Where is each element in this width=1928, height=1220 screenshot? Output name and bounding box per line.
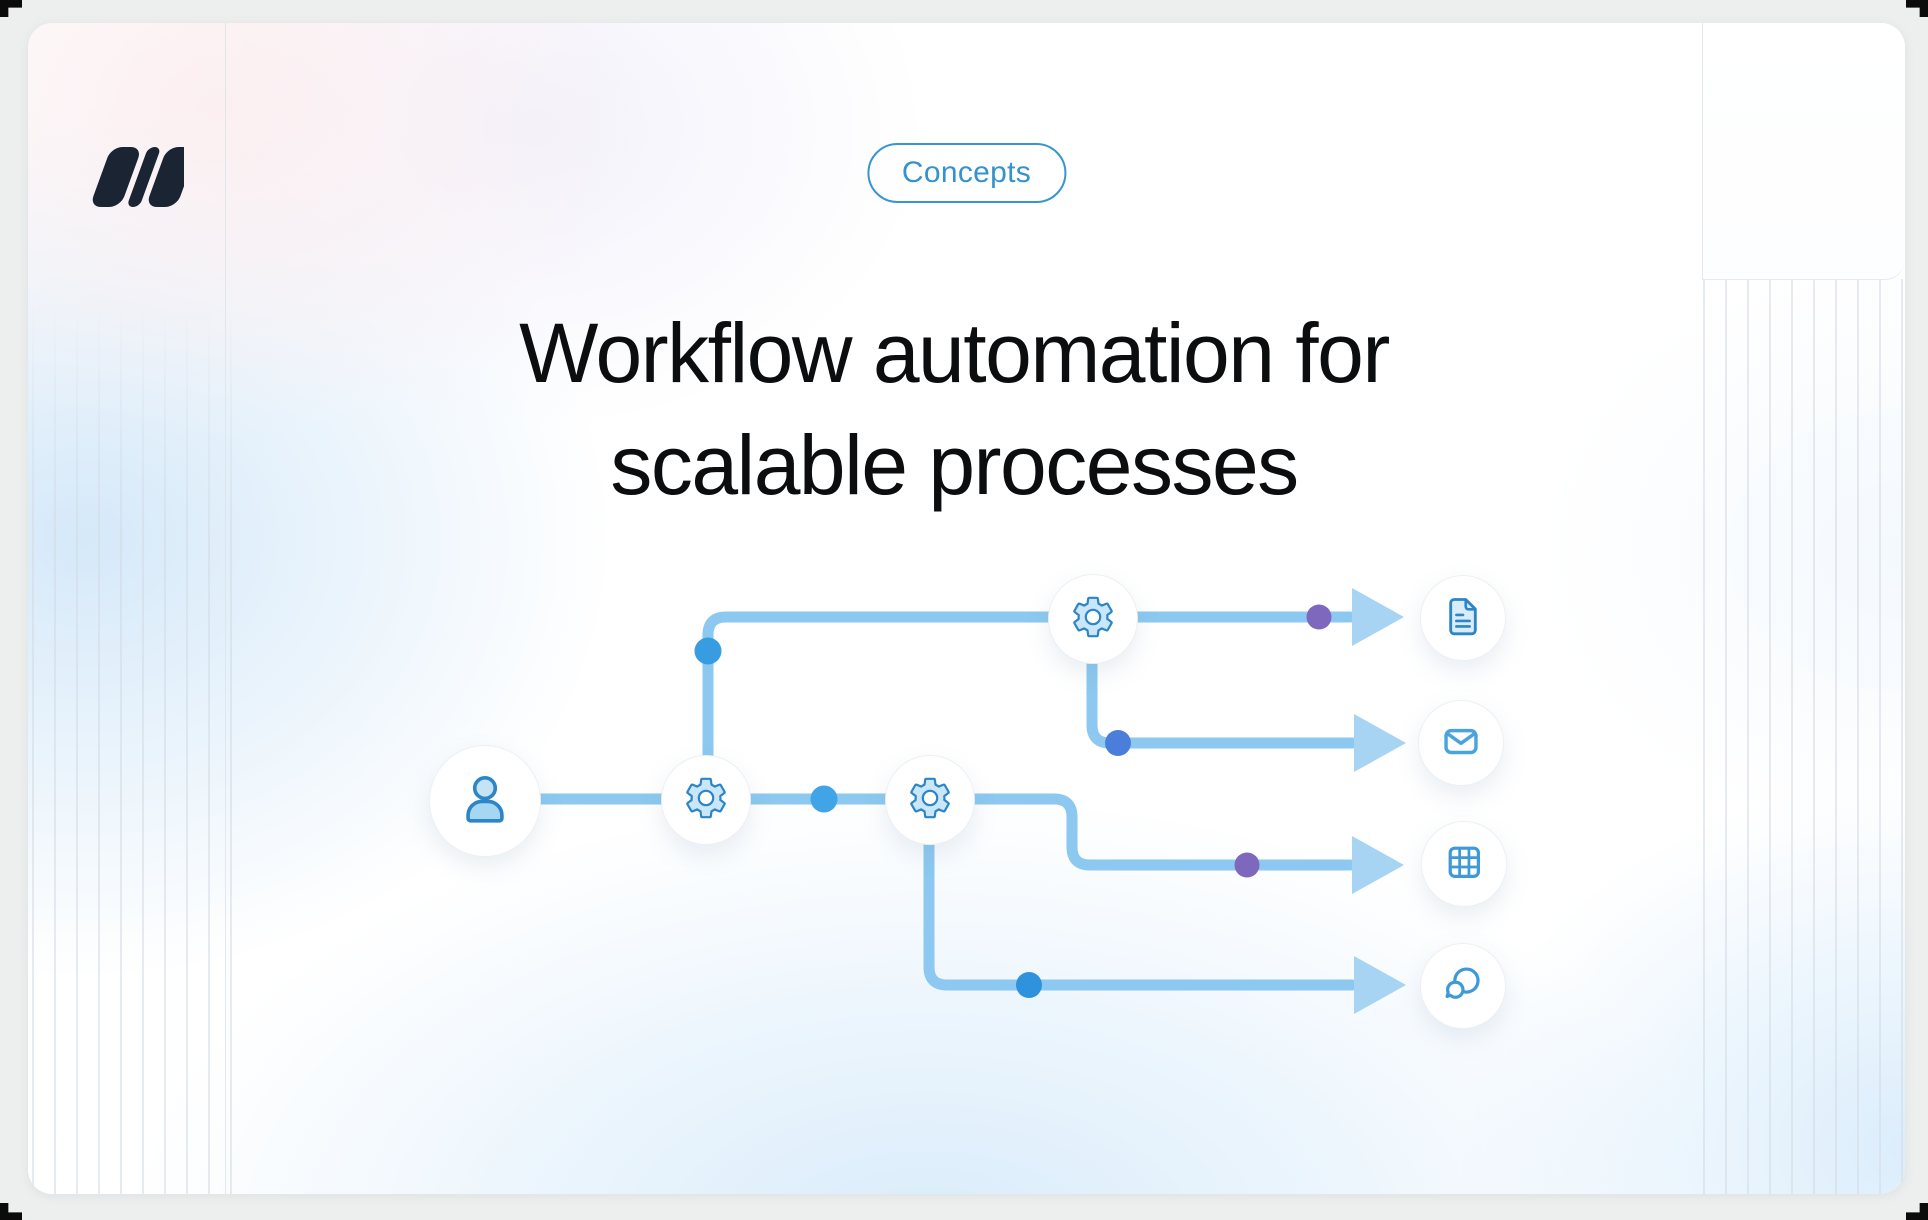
- arrow-to-chat-icon: [1354, 956, 1406, 1014]
- brand-logo-mark-icon: [72, 141, 195, 220]
- dot-royal-email: [1105, 730, 1131, 756]
- hero-card: Concepts Workflow automation for scalabl…: [28, 23, 1905, 1194]
- crop-mark-bottom-left: [0, 1203, 22, 1220]
- connector-main-to-table: [478, 793, 1356, 871]
- page-title: Workflow automation for scalable process…: [28, 297, 1880, 521]
- node-output-email: [1418, 700, 1504, 786]
- dot-sky-main-line: [810, 785, 838, 813]
- category-badge-label: Concepts: [901, 156, 1032, 189]
- user-icon: [456, 770, 514, 833]
- gear-icon: [682, 774, 730, 827]
- crop-mark-top-right: [1906, 0, 1928, 17]
- node-output-table: [1421, 821, 1507, 907]
- arrow-to-table-icon: [1352, 836, 1404, 894]
- arrow-to-document-icon: [1352, 588, 1404, 646]
- crop-mark-bottom-right: [1906, 1203, 1928, 1220]
- gear-icon: [1069, 593, 1117, 646]
- dot-sky-branch-up: [694, 637, 722, 665]
- left-column-divider: [225, 23, 226, 1194]
- dot-sky-chat: [1016, 972, 1042, 998]
- category-badge: Concepts: [866, 143, 1067, 203]
- envelope-icon: [1438, 718, 1484, 769]
- document-icon: [1441, 594, 1485, 643]
- node-process-2: [885, 755, 975, 845]
- top-right-panel: [1702, 23, 1905, 280]
- node-output-document: [1420, 575, 1506, 661]
- connector-up-to-document: [702, 611, 1356, 805]
- dot-purple-document: [1306, 604, 1332, 630]
- chat-icon: [1440, 961, 1486, 1012]
- node-output-chat: [1420, 943, 1506, 1029]
- pinstripes-right: [1703, 279, 1905, 1194]
- node-process-3: [1048, 574, 1138, 664]
- arrow-to-email-icon: [1354, 714, 1406, 772]
- workflow-diagram: [478, 588, 1406, 1014]
- connector-down-to-chat: [923, 793, 1358, 991]
- dot-purple-table: [1234, 852, 1260, 878]
- page-title-line-1: Workflow automation for: [519, 306, 1390, 401]
- table-icon: [1441, 839, 1487, 890]
- node-user: [429, 745, 541, 857]
- page-title-line-2: scalable processes: [610, 418, 1299, 513]
- crop-mark-top-left: [0, 0, 22, 17]
- pinstripes-left: [32, 23, 238, 1194]
- gear-icon: [906, 774, 954, 827]
- node-process-1: [661, 755, 751, 845]
